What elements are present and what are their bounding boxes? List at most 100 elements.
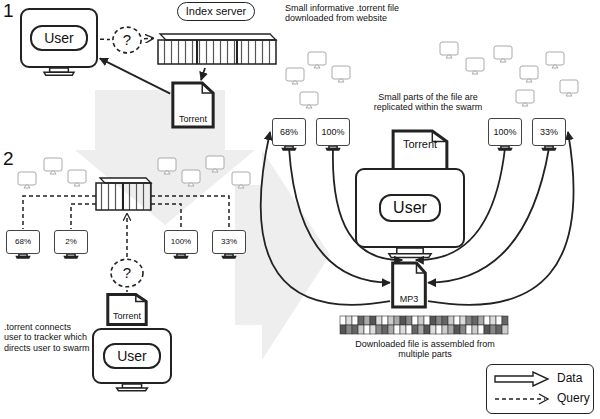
torrent-document: MP3: [392, 262, 426, 308]
background-monitor: [308, 52, 326, 65]
file-part: [370, 316, 376, 325]
background-monitor: [300, 92, 318, 105]
tracker-rack: [96, 178, 151, 210]
peer-computer: 2%: [54, 230, 88, 254]
query-bubble: ?: [110, 258, 144, 288]
file-part: [502, 325, 508, 334]
monitor-base: [64, 256, 77, 258]
background-computers: [18, 42, 578, 188]
background-stand: [472, 71, 478, 74]
background-stand: [500, 59, 506, 62]
document-body: [393, 263, 426, 307]
note: Small parts of the file are replicated w…: [372, 92, 484, 113]
monitor-base: [174, 256, 187, 258]
node-text: 100%: [321, 127, 344, 137]
step-number: 2: [3, 148, 17, 170]
file-part: [484, 316, 490, 325]
file-part: [448, 316, 454, 325]
file-part: [376, 316, 382, 325]
file-part: [436, 325, 442, 334]
computer-monitor: User: [20, 8, 98, 68]
file-part: [388, 316, 394, 325]
assembled-file-bar: [340, 316, 508, 334]
dashed-circle: [113, 27, 141, 53]
background-monitor: [206, 156, 224, 169]
peer-computer: 100%: [488, 118, 522, 146]
file-part: [394, 325, 400, 334]
background-monitor: [516, 90, 534, 103]
background-stand: [50, 171, 56, 174]
file-part: [442, 316, 448, 325]
legend-text: Query: [557, 392, 590, 406]
file-part: [400, 316, 406, 325]
monitor-base: [16, 256, 29, 258]
background-stand: [24, 185, 30, 188]
file-part: [454, 325, 460, 334]
server: Index server: [155, 2, 277, 66]
torrent-document: Torrent: [172, 82, 214, 128]
torrent-document: Torrent: [107, 294, 147, 325]
computer-monitor: User: [355, 168, 465, 248]
file-part: [478, 325, 484, 334]
legend-row: Query: [493, 389, 587, 409]
tracker-links: [23, 196, 229, 257]
file-part: [340, 325, 346, 334]
node-text: 68%: [280, 127, 298, 137]
legend-text: Data: [557, 372, 582, 386]
monitor-base: [222, 256, 235, 258]
file-part: [364, 316, 370, 325]
file-part: [478, 316, 484, 325]
monitor-base: [389, 254, 431, 258]
node-text: MP3: [400, 294, 419, 304]
background-stand: [314, 65, 320, 68]
query-arrow: [144, 37, 153, 39]
peer-computer: 100%: [316, 118, 350, 146]
background-stand: [164, 171, 170, 174]
query-arrow: [100, 38, 110, 40]
peer-computer: 33%: [212, 230, 246, 254]
note: .torrent connects user to tracker which …: [4, 322, 90, 353]
query-arrow-sample: [493, 391, 551, 407]
query-bubble: ?: [112, 26, 142, 54]
monitor-stands: [16, 68, 555, 391]
background-stand: [74, 183, 80, 186]
file-part: [490, 316, 496, 325]
block-arrow: [495, 372, 548, 386]
background-stand: [338, 79, 344, 82]
document-fold: [136, 295, 146, 302]
background-monitor: [286, 68, 304, 81]
legend-box: DataQuery: [486, 364, 594, 414]
background-stand: [526, 79, 532, 82]
file-part: [364, 325, 370, 334]
file-part: [376, 325, 382, 334]
file-part: [412, 325, 418, 334]
file-part: [430, 325, 436, 334]
node-text: 2%: [65, 237, 77, 246]
dashed-circle: [111, 259, 143, 287]
file-part: [424, 316, 430, 325]
background-monitor: [440, 42, 458, 55]
file-part: [418, 316, 424, 325]
user-label: User: [379, 194, 441, 222]
background-monitor: [182, 170, 200, 183]
background-monitor: [68, 170, 86, 183]
background-monitor: [232, 172, 250, 185]
file-part: [352, 316, 358, 325]
legend-row: Data: [493, 369, 587, 389]
background-stand: [188, 183, 194, 186]
file-part: [484, 325, 490, 334]
file-part: [502, 316, 508, 325]
monitor-base: [117, 388, 148, 391]
background-monitor: [332, 66, 350, 79]
file-part: [442, 325, 448, 334]
document-body: [173, 83, 213, 127]
file-part: [460, 316, 466, 325]
document-fold: [416, 263, 425, 273]
query-arrow: [126, 290, 128, 292]
file-part: [496, 316, 502, 325]
user-label: User: [30, 25, 88, 51]
node-text: ?: [123, 264, 131, 281]
file-part: [460, 325, 466, 334]
file-part: [496, 325, 502, 334]
background-stand: [446, 55, 452, 58]
